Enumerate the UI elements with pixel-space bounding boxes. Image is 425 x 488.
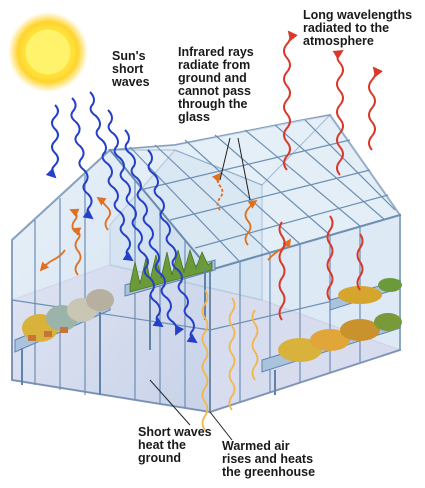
label-line: short	[112, 62, 144, 76]
left-bench	[14, 289, 114, 395]
long-wavelengths	[278, 30, 383, 321]
label-line: Sun's	[112, 49, 146, 63]
label-line: ground and	[178, 71, 247, 85]
label-line: Warmed air	[222, 439, 290, 453]
label-line: radiated to the	[303, 21, 390, 35]
label-line: rises and heats	[222, 452, 314, 466]
label-line: through the	[178, 97, 248, 111]
right-bench	[261, 278, 402, 395]
sun-short-waves-label: Sun's short waves	[112, 50, 150, 89]
greenhouse-roof-back	[109, 114, 332, 186]
infrared-rays	[39, 172, 291, 276]
label-line: Infrared rays	[178, 45, 254, 59]
label-line: heat the	[138, 438, 186, 452]
long-wavelengths-label: Long wavelengths radiated to the atmosph…	[303, 9, 412, 48]
label-line: ground	[138, 451, 182, 465]
label-line: atmosphere	[303, 34, 374, 48]
warmed-air-label: Warmed air rises and heats the greenhous…	[222, 440, 315, 479]
warmed-air	[201, 289, 259, 431]
infrared-rays-label: Infrared rays radiate from ground and ca…	[178, 46, 254, 124]
short-waves-heat-label: Short waves heat the ground	[138, 426, 212, 465]
short-waves	[45, 91, 198, 344]
sun-icon	[8, 12, 88, 92]
middle-bench	[124, 248, 216, 350]
leader-lines	[149, 137, 251, 441]
label-line: waves	[112, 75, 150, 89]
label-line: Short waves	[138, 425, 212, 439]
label-line: the greenhouse	[222, 465, 316, 479]
label-line: glass	[178, 110, 210, 124]
label-line: Long wavelengths	[303, 8, 413, 22]
label-line: cannot pass	[178, 84, 251, 98]
label-line: radiate from	[178, 58, 251, 72]
